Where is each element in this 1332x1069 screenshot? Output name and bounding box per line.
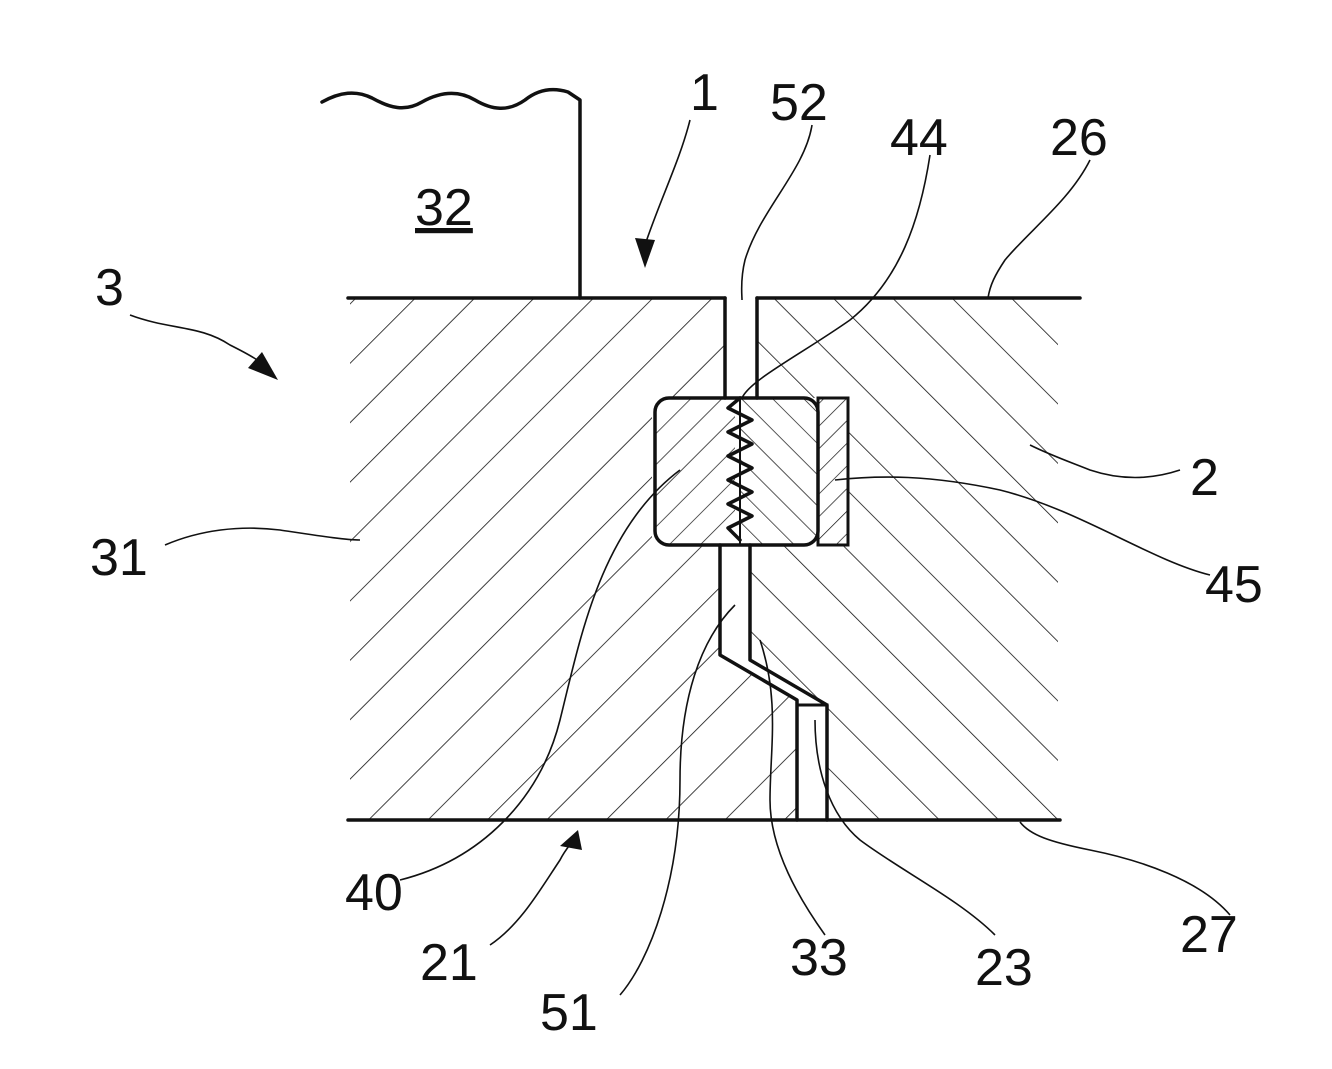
label-51: 51 [540,984,598,1042]
label-1: 1 [690,64,719,122]
label-44: 44 [890,109,948,167]
leader-1 [645,120,690,245]
leader-26 [988,160,1090,298]
label-32: 32 [415,179,473,237]
label-31: 31 [90,529,148,587]
label-2: 2 [1190,449,1219,507]
leader-52 [742,125,812,300]
leader-31 [165,528,360,545]
label-21: 21 [420,934,478,992]
nut-40-left-half [655,398,735,545]
label-23: 23 [975,939,1033,997]
label-26: 26 [1050,109,1108,167]
leader-21 [490,842,572,945]
leader-27 [1020,822,1230,915]
label-3: 3 [95,259,124,317]
insert-45 [818,398,848,545]
label-52: 52 [770,74,828,132]
left-body-31 [350,298,797,820]
arrow-21 [560,830,582,850]
label-40: 40 [345,864,403,922]
arrow-1 [635,238,655,268]
label-27: 27 [1180,906,1238,964]
label-45: 45 [1205,556,1263,614]
label-33: 33 [790,929,848,987]
insert-23 [797,705,827,820]
leader-3 [130,315,270,370]
arrow-3 [248,352,278,380]
